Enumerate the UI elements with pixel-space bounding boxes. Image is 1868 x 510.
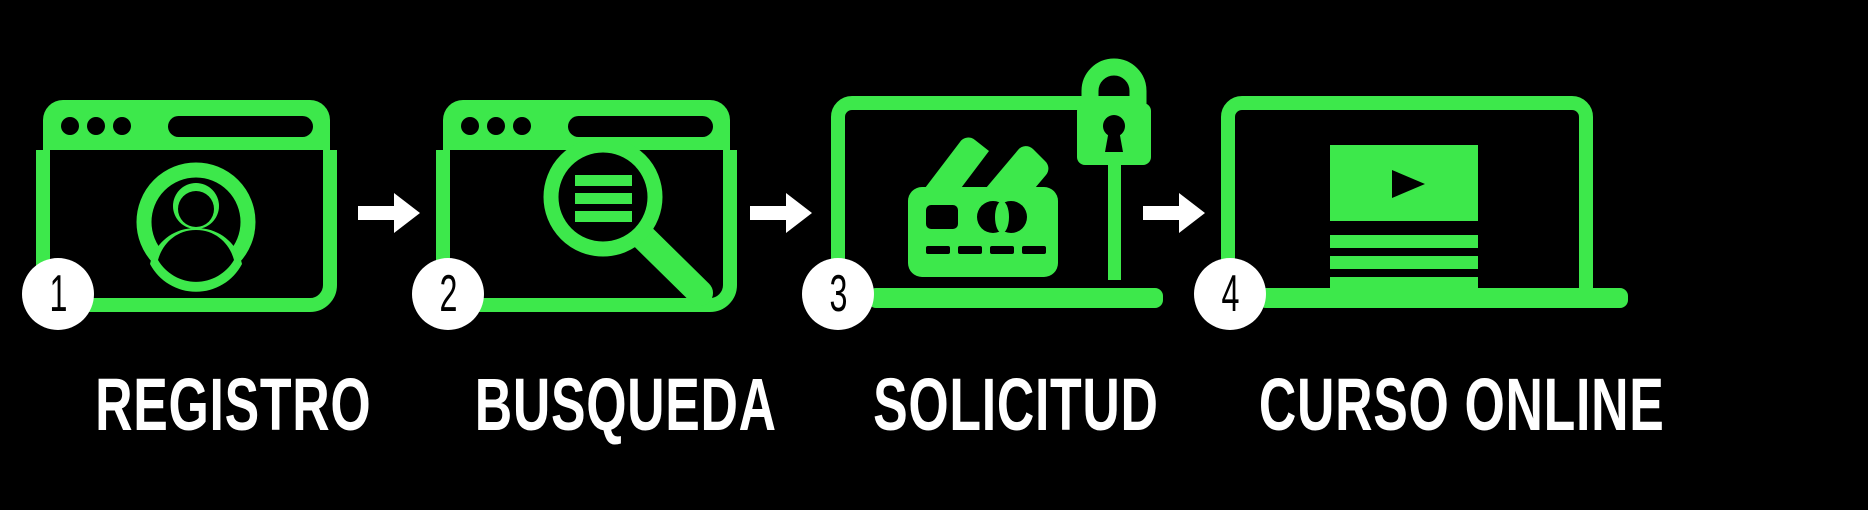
arrow-step-2-to-3 [750, 193, 812, 238]
process-step-4: 4 CURSO ONLINE [1180, 0, 1664, 510]
process-step-1: 1 REGISTRO [0, 0, 467, 510]
step-label-1: REGISTRO [95, 363, 372, 446]
step-label-3: SOLICITUD [872, 363, 1159, 446]
step-number-badge-1: 1 [22, 258, 94, 330]
arrow-step-1-to-2 [358, 193, 420, 238]
step-number-4: 4 [1221, 265, 1239, 323]
process-step-2: 2 BUSQUEDA [400, 0, 867, 510]
process-step-3: 3 SOLICITUD [790, 0, 1257, 510]
step-number-1: 1 [49, 265, 67, 323]
step-label-4: CURSO ONLINE [1258, 363, 1665, 446]
step-number-badge-3: 3 [802, 258, 874, 330]
laptop-wallet-payment-lock-icon [790, 0, 1257, 360]
step-label-2: BUSQUEDA [474, 363, 777, 446]
browser-window-magnifier-icon [400, 0, 867, 360]
arrow-step-3-to-4 [1143, 193, 1205, 238]
step-number-badge-2: 2 [412, 258, 484, 330]
step-number-3: 3 [829, 265, 847, 323]
laptop-video-course-icon [1180, 0, 1647, 360]
step-number-badge-4: 4 [1194, 258, 1266, 330]
browser-window-user-profile-icon [0, 0, 467, 360]
step-number-2: 2 [439, 265, 457, 323]
